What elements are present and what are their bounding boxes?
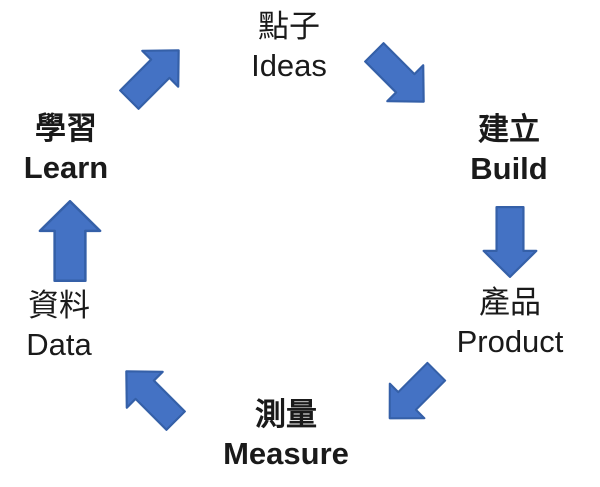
node-learn: 學習 Learn bbox=[24, 109, 108, 187]
arrow-product-to-measure bbox=[371, 353, 456, 438]
down-right-block-arrow-icon bbox=[364, 42, 425, 103]
down-left-block-arrow-icon bbox=[388, 361, 447, 420]
arrow-data-to-learn bbox=[38, 200, 102, 282]
node-ideas: 點子 Ideas bbox=[251, 7, 327, 85]
node-product: 產品 Product bbox=[457, 283, 564, 361]
node-learn-label-en: Learn bbox=[23, 150, 109, 185]
arrow-learn-to-ideas bbox=[109, 30, 198, 119]
node-measure-label-zh: 測量 bbox=[254, 397, 317, 432]
node-data-label-en: Data bbox=[26, 327, 92, 362]
node-learn-label-zh: 學習 bbox=[34, 111, 97, 146]
up-block-arrow-icon bbox=[38, 200, 102, 282]
arrow-measure-to-data bbox=[106, 351, 195, 440]
arrow-ideas-to-build bbox=[354, 32, 443, 121]
node-build-label-en: Build bbox=[470, 151, 548, 186]
up-left-block-arrow-icon bbox=[125, 370, 186, 431]
node-product-label-en: Product bbox=[456, 324, 564, 359]
node-ideas-label-zh: 點子 bbox=[258, 9, 320, 44]
arrow-build-to-product bbox=[482, 206, 538, 278]
node-measure: 測量 Measure bbox=[223, 395, 349, 473]
node-product-label-zh: 產品 bbox=[479, 285, 541, 320]
up-right-block-arrow-icon bbox=[119, 49, 180, 110]
node-build: 建立 Build bbox=[470, 110, 548, 188]
node-data-label-zh: 資料 bbox=[27, 288, 90, 323]
node-measure-label-en: Measure bbox=[223, 436, 349, 471]
node-ideas-label-en: Ideas bbox=[251, 48, 327, 83]
node-build-label-zh: 建立 bbox=[478, 112, 540, 147]
node-data: 資料 Data bbox=[26, 286, 91, 364]
down-block-arrow-icon bbox=[482, 206, 538, 278]
